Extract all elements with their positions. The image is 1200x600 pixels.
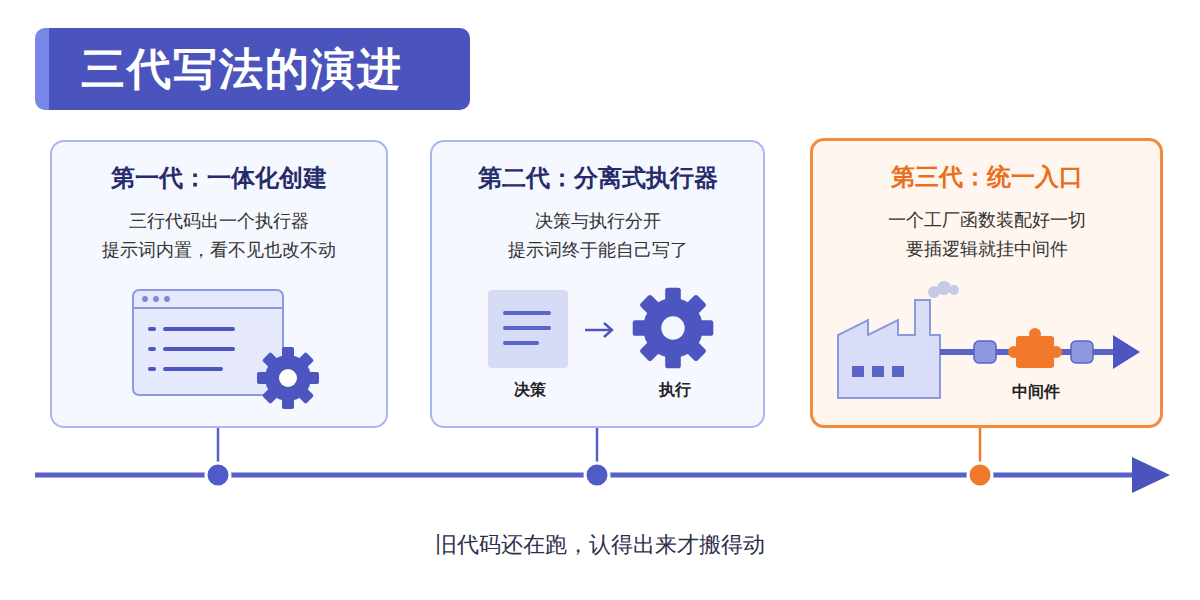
card-body: 决策与执行分开 提示词终于能自己写了 — [463, 206, 733, 264]
generation-card: 第三代：统一入口一个工厂函数装配好一切 要插逻辑就挂中间件中间件 — [810, 138, 1163, 428]
part-label: 中间件 — [991, 382, 1081, 403]
card-heading: 第二代：分离式执行器 — [432, 162, 763, 194]
title-banner: 三代写法的演进 — [35, 28, 470, 110]
timeline-dot — [206, 463, 230, 487]
timeline-arrowhead — [1132, 457, 1170, 493]
part-label: 决策 — [485, 380, 575, 401]
timeline-stem — [217, 428, 220, 464]
caption-text: 旧代码还在跑，认得出来才搬得动 — [0, 530, 1200, 560]
timeline-axis — [35, 473, 1140, 478]
card-body: 三行代码出一个执行器 提示词内置，看不见也改不动 — [84, 206, 354, 264]
timeline-dot — [585, 463, 609, 487]
timeline-dot — [968, 463, 992, 487]
generation-card: 第二代：分离式执行器决策与执行分开 提示词终于能自己写了决策 执行 — [430, 140, 765, 428]
part-label: 执行 — [630, 380, 720, 401]
timeline — [35, 428, 1170, 493]
card-body: 一个工厂函数装配好一切 要插逻辑就挂中间件 — [852, 205, 1122, 263]
timeline-stem — [979, 428, 982, 464]
timeline-stem — [596, 428, 599, 464]
card-heading: 第一代：一体化创建 — [52, 162, 386, 194]
generation-card: 第一代：一体化创建三行代码出一个执行器 提示词内置，看不见也改不动 — [50, 140, 388, 428]
card-heading: 第三代：统一入口 — [813, 161, 1160, 193]
